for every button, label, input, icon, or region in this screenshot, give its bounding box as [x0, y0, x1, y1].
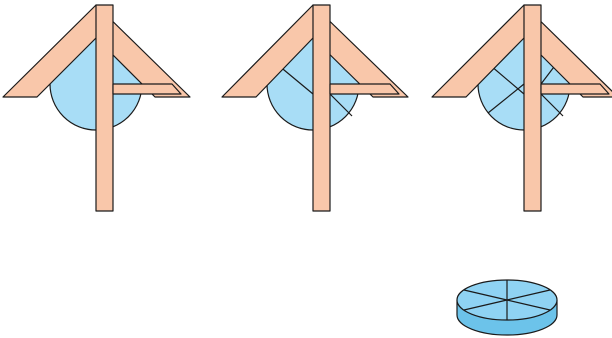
tool-2-crossbar — [330, 84, 399, 94]
tool-2-handle — [313, 5, 330, 211]
panel-1 — [3, 5, 190, 211]
cut-cake — [457, 280, 557, 335]
tool-3-crossbar — [541, 84, 609, 94]
tool-1-handle — [96, 5, 113, 211]
tool-1-crossbar — [113, 84, 181, 94]
panel-3 — [432, 5, 612, 211]
tool-3-handle — [524, 5, 541, 211]
panel-2 — [222, 5, 408, 211]
